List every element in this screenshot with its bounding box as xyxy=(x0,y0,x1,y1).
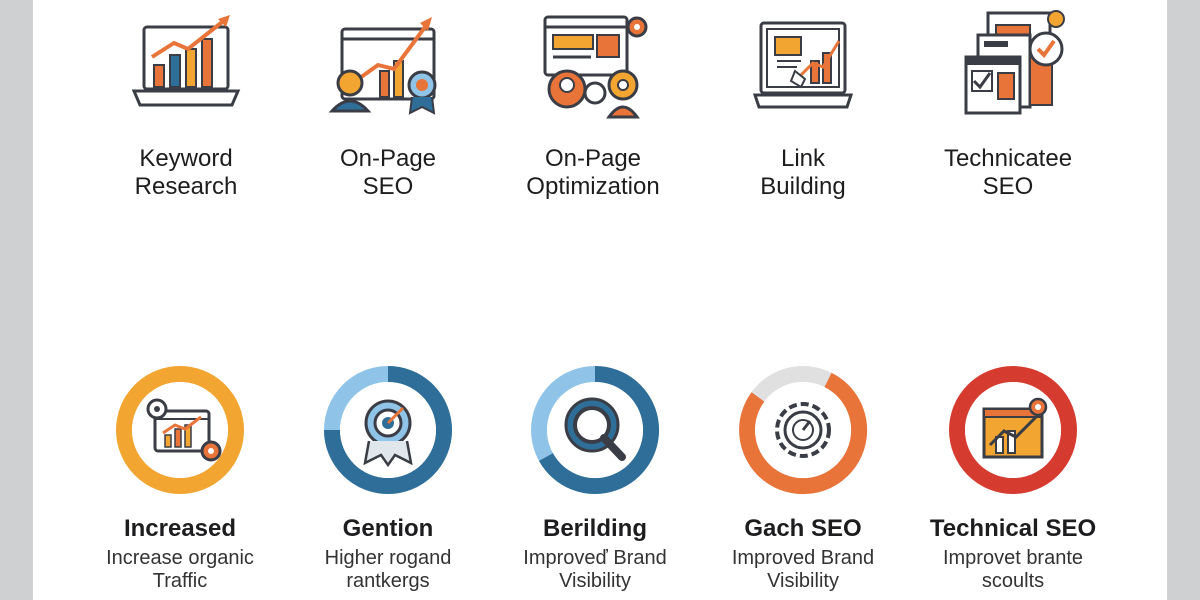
browser-gears-user-icon xyxy=(533,5,653,125)
gear-target-ring-icon xyxy=(323,365,453,495)
benefits-row: Increased Increase organic Traffic Genti… xyxy=(33,360,1167,600)
benefit-subtitle: Improved Brand Visibility xyxy=(731,547,875,592)
chart-pin-ring-icon xyxy=(948,365,1078,495)
benefit-subtitle: Higher rogand rantkergs xyxy=(324,547,452,592)
benefit-title: Gach SEO xyxy=(744,515,862,542)
services-row: Keyword Research On-Page xyxy=(33,0,1167,220)
laptop-link-chart-icon xyxy=(743,5,863,125)
magnifier-gear-ring-icon xyxy=(530,365,660,495)
benefit-title: Gention xyxy=(342,515,434,542)
documents-checkmark-icon xyxy=(948,5,1068,125)
service-title: Technicatee SEO xyxy=(943,145,1073,200)
gear-dial-ring-icon xyxy=(738,365,868,495)
benefit-subtitle: Increase organic Traffic xyxy=(106,547,254,592)
benefit-subtitle: Improveď Brand Visibility xyxy=(523,547,667,592)
service-title: On-Page SEO xyxy=(339,145,437,200)
benefit-title: Berilding xyxy=(542,515,647,542)
laptop-growth-chart-icon xyxy=(126,5,246,125)
benefit-subtitle: Improvet brante scoults xyxy=(942,547,1084,592)
gear-chart-ring-icon xyxy=(115,365,245,495)
benefit-title: Technical SEO xyxy=(929,515,1097,542)
benefit-title: Increased xyxy=(123,515,237,542)
infographic-canvas: Keyword Research On-Page xyxy=(33,0,1167,600)
service-title: Link Building xyxy=(760,145,846,200)
browser-award-icon xyxy=(328,5,448,125)
service-title: Keyword Research xyxy=(134,145,238,200)
service-title: On-Page Optimization xyxy=(526,145,660,200)
